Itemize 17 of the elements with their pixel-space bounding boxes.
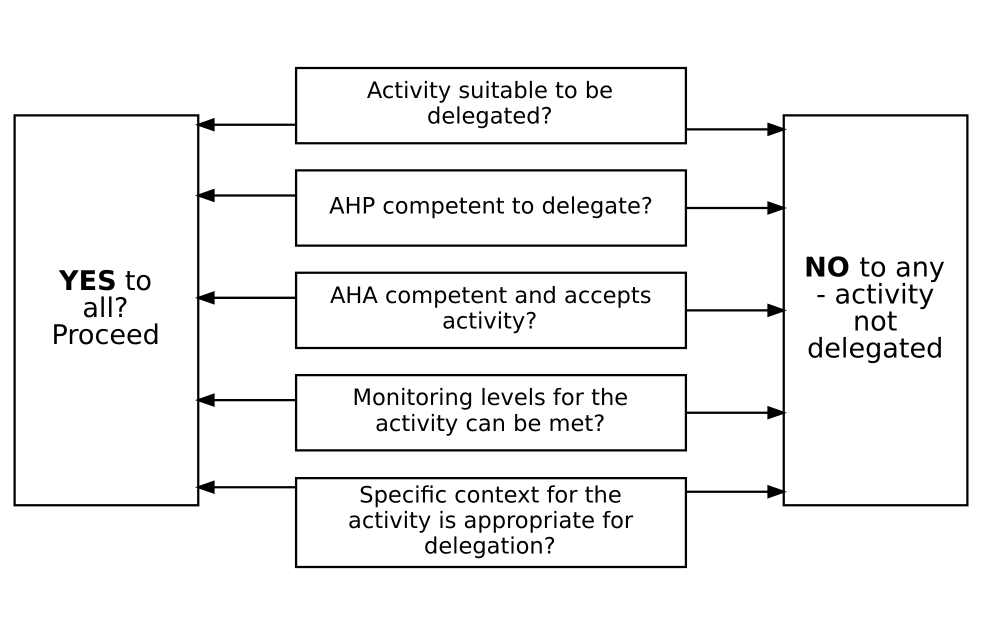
arrow: [686, 484, 787, 498]
arrow: [195, 290, 296, 304]
arrow: [195, 188, 296, 202]
node-box: NO to any - activity not delegated: [782, 114, 968, 506]
arrow: [195, 392, 296, 407]
arrow: [686, 200, 787, 214]
node-box: AHA competent and accepts activity?: [294, 271, 688, 349]
arrow: [195, 117, 296, 132]
node-box: Activity suitable to be delegated?: [294, 66, 688, 144]
arrow: [686, 302, 787, 317]
node-box: Specific context for the activity is appropriate for delegation?: [294, 476, 688, 568]
node-box: Monitoring levels for the activity can be met?: [294, 373, 688, 451]
node-box: AHP competent to delegate?: [294, 168, 688, 246]
arrow: [686, 405, 787, 420]
arrow: [195, 480, 296, 494]
arrow: [686, 122, 787, 136]
node-box: YES to all? Proceed: [13, 114, 200, 506]
